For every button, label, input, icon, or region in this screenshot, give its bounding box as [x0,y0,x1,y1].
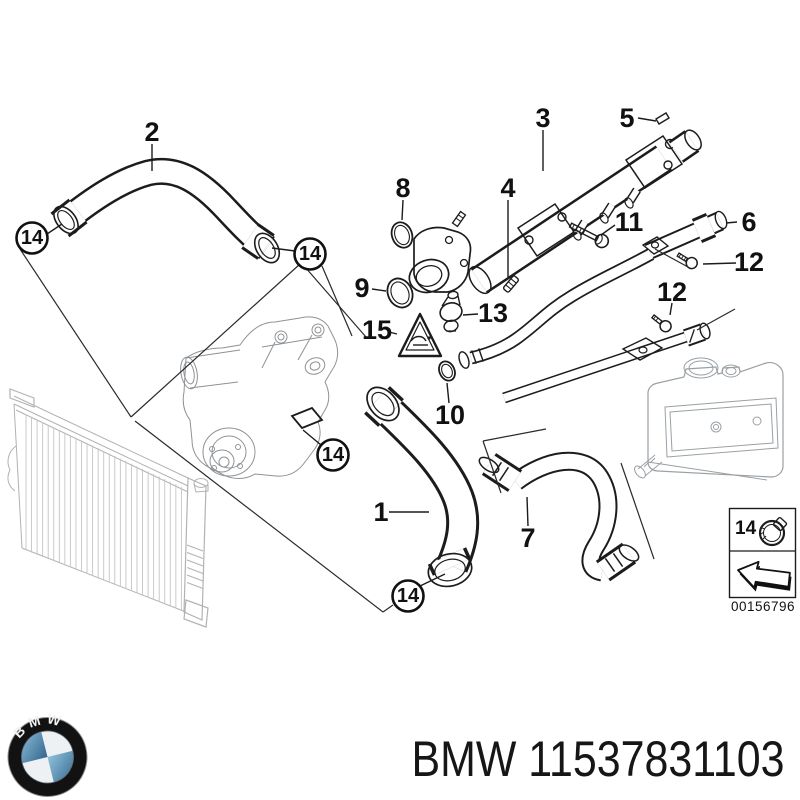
water-pipe-rail-drawing [468,112,702,295]
svg-text:7: 7 [520,523,535,553]
svg-text:10: 10 [435,400,465,430]
callout-5: 5 [619,103,657,133]
callout-leader-line [702,262,737,265]
footer: BMW BMW 11537831103 [7,705,785,797]
straight-coolant-pipe-drawing [502,322,711,404]
callout-14-circled: 14 [271,237,327,271]
svg-text:8: 8 [395,173,410,203]
image-number: 00156796 [731,599,795,614]
svg-text:1: 1 [373,497,388,527]
bolt-drawing [568,222,610,249]
callout-14-circled: 14 [15,221,63,255]
legend-clamp-ref: 14 [735,518,757,539]
callout-leader-line [371,288,387,292]
svg-text:5: 5 [619,103,634,133]
radiator-ribs [186,544,204,589]
part-number-text: BMW 11537831103 [412,731,785,787]
callout-leader-line [388,331,398,335]
svg-text:12: 12 [657,277,687,307]
callout-layer: 2 14 14 3 5 4 8 11 6 12 12 9 13 15 10 14 1 7 14 [15,103,764,613]
callout-leader-line [302,429,322,446]
callout-12: 12 [702,247,764,277]
callout-leader-line [46,223,63,235]
screw-drawing [650,314,672,333]
callout-15: 15 [362,315,398,345]
callout-8: 8 [395,173,411,221]
callout-leader-line [446,382,450,404]
mounting-pin-drawing [502,275,520,293]
callout-3: 3 [535,103,551,171]
thermostat-housing-drawing [386,210,520,382]
svg-text:14: 14 [21,227,44,249]
direction-arrow-icon [737,560,792,592]
callout-leader-line [401,199,404,221]
callout-11: 11 [600,207,644,237]
bmw-roundel-logo: BMW [7,705,88,797]
callout-leader-line [526,496,529,527]
svg-text:2: 2 [144,117,159,147]
callout-14-circled: 14 [391,573,446,613]
expansion-tank-drawing [634,357,784,481]
coolant-hose-2-drawing [50,157,281,264]
callout-leader-line [600,224,616,236]
svg-text:14: 14 [322,444,345,466]
temperature-sensor-drawing [439,290,463,333]
callout-leader-line [271,247,296,252]
coolant-hose-7-drawing [478,451,640,582]
callout-6: 6 [725,207,757,237]
svg-text:11: 11 [615,207,644,237]
callout-leader-line [725,221,738,224]
svg-text:14: 14 [397,585,420,607]
frame-lines [19,248,736,613]
svg-text:13: 13 [478,298,508,328]
hose-clamp-icon [758,516,788,547]
callout-12: 12 [657,277,687,316]
svg-text:15: 15 [362,315,392,345]
coolant-hose-1-drawing [364,386,480,588]
callout-7: 7 [520,496,536,553]
svg-text:4: 4 [500,173,515,203]
callout-10: 10 [435,382,465,430]
radiator-drawing [7,388,209,628]
callout-leader-line [637,117,657,122]
radiator-fins [25,414,182,611]
legend-box: 14 00156796 [728,507,797,614]
svg-text:12: 12 [734,247,764,277]
coolant-warning-triangle [397,312,443,358]
water-pipe-6-drawing [641,210,728,260]
water-pump-drawing [180,316,339,479]
callout-leader-line [462,313,479,316]
callout-leader-line [419,573,446,587]
svg-text:9: 9 [354,273,369,303]
callout-leader-line [669,302,673,316]
callout-1: 1 [373,497,429,527]
callout-2: 2 [144,117,160,171]
callout-9: 9 [354,273,387,303]
svg-text:3: 3 [535,103,550,133]
svg-text:14: 14 [299,243,322,265]
screw-drawing [676,252,698,270]
svg-text:6: 6 [741,207,756,237]
callout-4: 4 [500,173,516,277]
callout-14-circled: 14 [302,429,350,472]
curved-coolant-pipe-drawing [458,248,655,369]
callout-13: 13 [462,298,508,328]
